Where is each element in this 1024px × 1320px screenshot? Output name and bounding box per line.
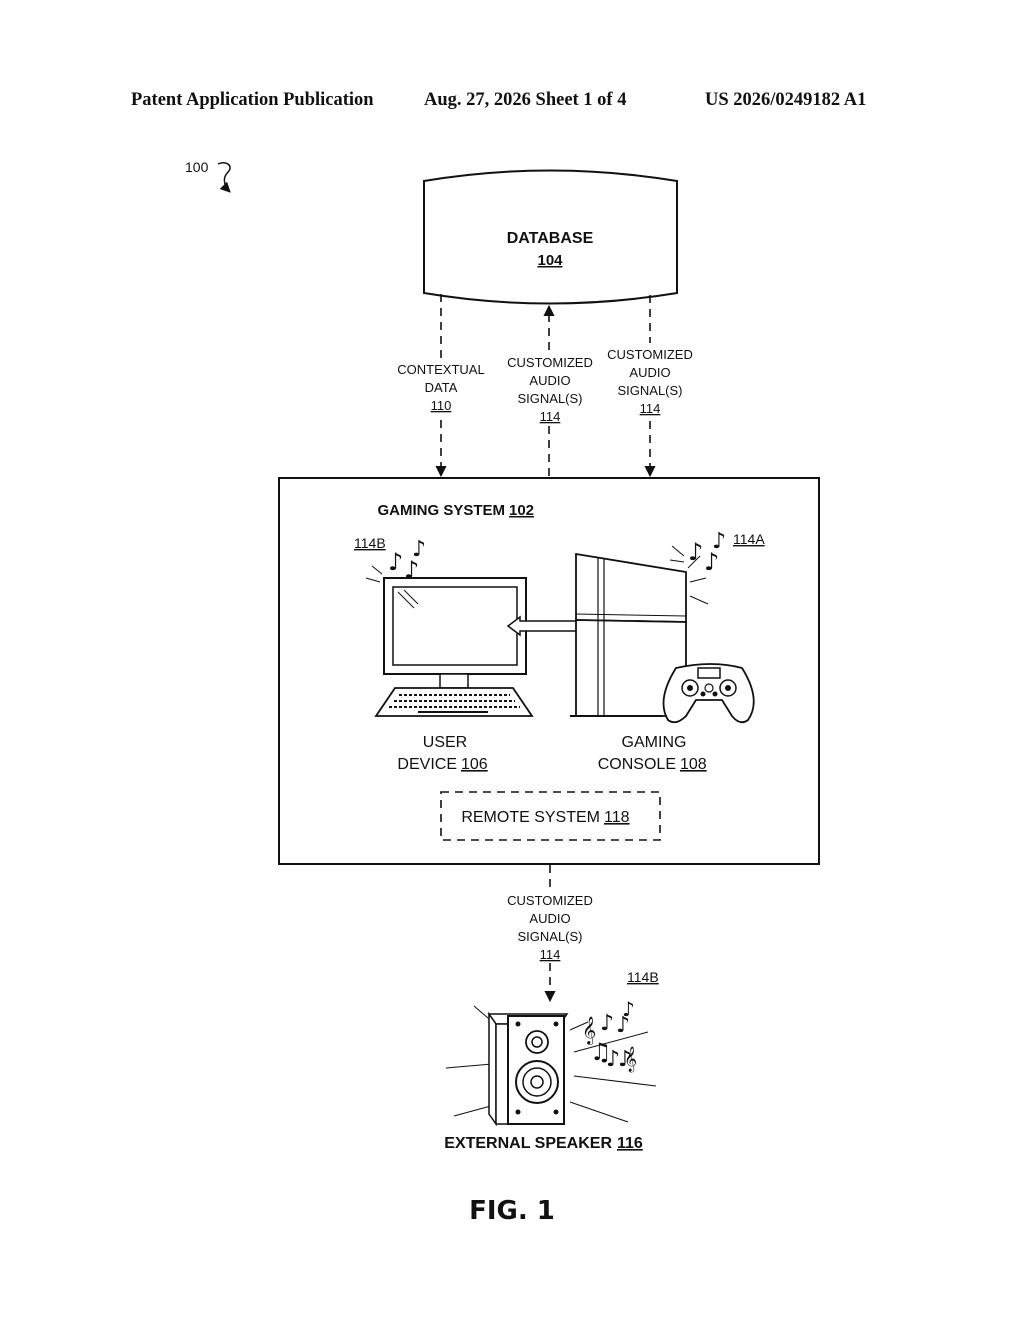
- external-speaker-ref: 116: [617, 1135, 643, 1152]
- customized-audio-a-label-2: AUDIO: [529, 373, 570, 388]
- gaming-console-ref: 108: [680, 756, 707, 773]
- external-speaker-title: EXTERNAL SPEAKER: [444, 1135, 612, 1152]
- svg-text:♪: ♪: [712, 529, 726, 554]
- customized-audio-c-label-2: AUDIO: [529, 911, 570, 926]
- gaming-console-label-1: GAMING: [622, 734, 687, 751]
- user-device-audio-ref: 114B: [354, 535, 386, 551]
- figure-caption: FIG. 1: [0, 1196, 1024, 1226]
- game-controller-icon: [664, 664, 754, 722]
- customized-audio-c-label-1: CUSTOMIZED: [507, 893, 593, 908]
- svg-text:♪: ♪: [412, 537, 426, 562]
- gaming-system-title: GAMING SYSTEM: [377, 502, 505, 519]
- system-ref-leader: [218, 163, 230, 192]
- svg-text:𝄞: 𝄞: [624, 1046, 637, 1072]
- remote-system-title: REMOTE SYSTEM: [461, 809, 600, 826]
- customized-audio-a-label-3: SIGNAL(S): [517, 391, 582, 406]
- contextual-data-label-2: DATA: [425, 380, 458, 395]
- customized-audio-c-label-3: SIGNAL(S): [517, 929, 582, 944]
- user-device-ref: 106: [461, 756, 488, 773]
- svg-text:♪: ♪: [600, 1011, 614, 1036]
- customized-audio-a-ref: 114: [540, 409, 561, 424]
- user-device-label-2: DEVICE: [397, 756, 457, 773]
- svg-text:♪: ♪: [388, 548, 403, 576]
- customized-audio-b-label-3: SIGNAL(S): [617, 383, 682, 398]
- customized-audio-b-label-1: CUSTOMIZED: [607, 347, 693, 362]
- customized-audio-b-ref: 114: [640, 401, 661, 416]
- external-speaker-audio-ref: 114B: [627, 969, 659, 985]
- gaming-console-label-2: CONSOLE: [598, 756, 676, 773]
- user-device-label-1: USER: [423, 734, 467, 751]
- gaming-system-ref: 102: [509, 502, 534, 519]
- database-title: DATABASE: [507, 230, 594, 247]
- user-device-icon: [376, 578, 532, 716]
- system-ref-label: 100: [185, 159, 209, 175]
- music-notes-icon: ♪ ♪ ♪: [670, 529, 726, 576]
- contextual-data-label-1: CONTEXTUAL: [397, 362, 484, 377]
- contextual-data-ref: 110: [431, 398, 452, 413]
- customized-audio-a-label-1: CUSTOMIZED: [507, 355, 593, 370]
- customized-audio-b-label-2: AUDIO: [629, 365, 670, 380]
- gaming-console-audio-ref: 114A: [733, 531, 765, 547]
- music-notes-icon: 𝄞 ♪ ♪ ♪ ♫ ♪ ♪ 𝄞: [582, 997, 637, 1072]
- svg-text:♪: ♪: [688, 538, 703, 566]
- remote-system-ref: 118: [604, 809, 630, 826]
- customized-audio-c-ref: 114: [540, 947, 561, 962]
- svg-text:♪: ♪: [622, 997, 635, 1021]
- database-ref: 104: [537, 252, 563, 269]
